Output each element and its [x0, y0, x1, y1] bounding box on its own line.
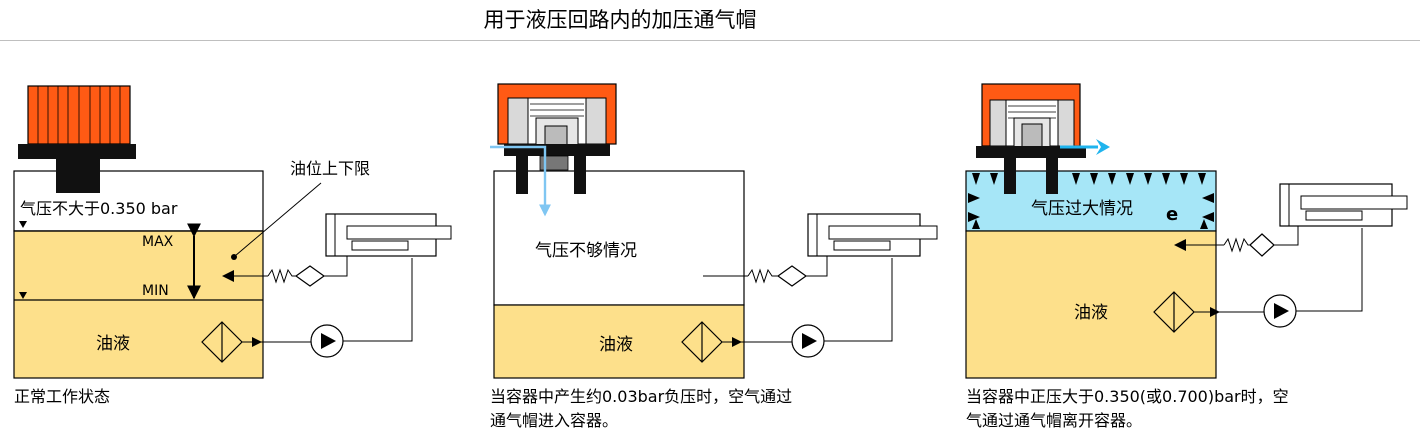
min-level-marker-icon: [19, 292, 27, 299]
check-valve-icon: [294, 265, 326, 287]
leader-dot: [231, 254, 237, 260]
hydraulic-cylinder-icon: [1279, 183, 1408, 227]
tank-oil-body: [965, 230, 1217, 379]
check-valve-icon: [1249, 233, 1275, 257]
oil-label: 油液: [96, 334, 130, 354]
filter-icon: [681, 321, 723, 363]
pressure-marks-icon: [968, 173, 1214, 229]
hydraulic-cylinder-icon: [325, 213, 452, 257]
caption-vacuum-line-1: 当容器中产生约0.03bar负压时，空气通过: [490, 387, 793, 406]
tank-air-space: [13, 170, 264, 232]
title-divider: [0, 40, 1420, 41]
filter-icon: [201, 321, 243, 363]
spring-icon: [1223, 237, 1250, 253]
oil-level-limit-label: 油位上下限: [290, 159, 370, 178]
page-title: 用于液压回路内的加压通气帽: [483, 8, 757, 32]
breather-cap-section-icon: [497, 83, 617, 194]
spring-icon: [267, 268, 296, 284]
tank-air-space: [493, 170, 745, 306]
min-label: MIN: [142, 283, 169, 299]
panel-overpressure-state: 气压过大情况 e 油液: [965, 83, 1408, 379]
hydraulic-cylinder-icon: [807, 213, 938, 257]
panel-normal-state: 气压不大于0.350 bar MAX MIN 油位上下限 油液: [13, 85, 452, 379]
panel-vacuum-state: 气压不够情况 油液: [490, 83, 938, 379]
caption-overpressure-line-1: 当容器中正压大于0.350(或0.700)bar时，空: [966, 387, 1289, 406]
breather-cap-icon: [18, 85, 136, 193]
max-level-marker-icon: [19, 221, 27, 228]
air-mark: e: [1166, 204, 1178, 225]
spring-icon: [747, 268, 778, 284]
caption-vacuum-line-2: 通气帽进入容器。: [490, 411, 619, 430]
oil-label: 油液: [599, 335, 633, 355]
max-label: MAX: [142, 234, 174, 250]
air-pressure-label: 气压不大于0.350 bar: [20, 199, 178, 218]
leader-line: [234, 182, 322, 257]
filter-icon: [1153, 291, 1195, 333]
air-outflow-arrowhead-icon: [1096, 139, 1110, 155]
air-pressure-label: 气压过大情况: [1031, 199, 1133, 219]
tank-oil-body: [13, 230, 264, 379]
oil-label: 油液: [1074, 303, 1108, 323]
check-valve-icon: [776, 265, 808, 287]
breather-cap-section-icon: [976, 83, 1086, 194]
air-inflow-arrow: [490, 145, 551, 217]
caption-overpressure-line-2: 气通过通气帽离开容器。: [966, 411, 1143, 430]
caption-normal: 正常工作状态: [14, 387, 111, 406]
air-pressure-label: 气压不够情况: [535, 241, 637, 261]
